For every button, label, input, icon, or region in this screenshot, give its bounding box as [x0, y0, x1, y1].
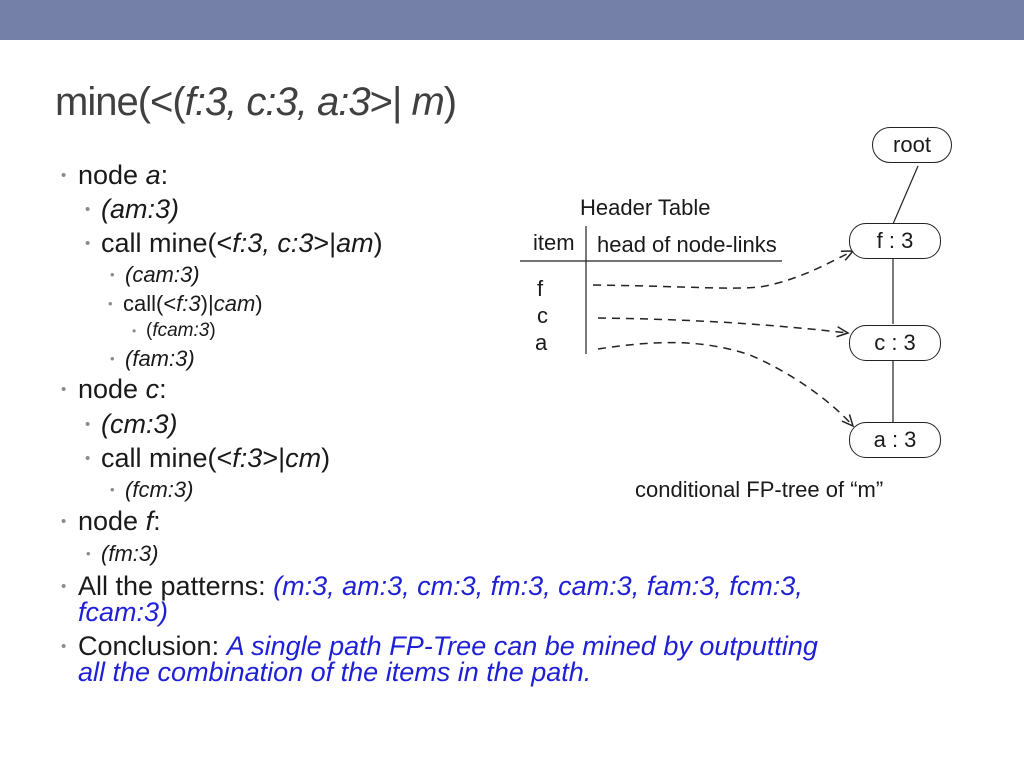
- bullet-fcm3: •(fcm:3): [110, 477, 194, 502]
- bullet-fm3: •(fm:3): [86, 541, 159, 566]
- header-table-title: Header Table: [580, 195, 711, 220]
- bullet-all-patterns: •All the patterns: (m:3, am:3, cm:3, fm:…: [61, 571, 803, 601]
- tree-node-f: f : 3: [849, 223, 941, 259]
- header-col-item: item: [533, 230, 575, 255]
- top-banner: [0, 0, 1024, 40]
- edge-root-f: [892, 165, 919, 225]
- fp-tree-caption: conditional FP-tree of “m”: [635, 477, 884, 502]
- slide-title: mine(<(f:3, c:3, a:3>| m): [55, 80, 457, 124]
- bullet-cam3: •(cam:3): [110, 262, 200, 287]
- bullet-node-c: •node c:: [61, 374, 167, 404]
- bullet-call-mine-am: •call mine(<f:3, c:3>|am): [85, 228, 383, 258]
- node-link-arrow-f: [592, 250, 855, 289]
- bullet-conclusion: •Conclusion: A single path FP-Tree can b…: [61, 631, 818, 661]
- bullet-am3: •(am:3): [85, 194, 180, 224]
- bullet-fcam3: •(fcam:3): [132, 320, 216, 341]
- header-col-head-of-node-links: head of node-links: [597, 232, 777, 257]
- node-link-arrow-c: [597, 317, 850, 338]
- all-patterns-continued: fcam:3): [78, 597, 169, 627]
- tree-node-c: c : 3: [849, 325, 941, 361]
- tree-node-root: root: [872, 127, 952, 163]
- bullet-call-mine-cm: •call mine(<f:3>|cm): [85, 443, 331, 473]
- bullet-call-cam: •call(<f:3)|cam): [108, 291, 263, 316]
- tree-node-a: a : 3: [849, 422, 941, 458]
- header-item-f: f: [537, 276, 544, 301]
- bullet-fam3: •(fam:3): [110, 346, 195, 371]
- bullet-node-f: •node f:: [61, 506, 161, 536]
- bullet-cm3: •(cm:3): [85, 409, 178, 439]
- header-item-a: a: [535, 330, 548, 355]
- bullet-node-a: •node a:: [61, 160, 169, 190]
- header-item-c: c: [537, 303, 548, 328]
- node-link-arrow-a: [597, 341, 855, 428]
- conclusion-continued: all the combination of the items in the …: [78, 657, 592, 687]
